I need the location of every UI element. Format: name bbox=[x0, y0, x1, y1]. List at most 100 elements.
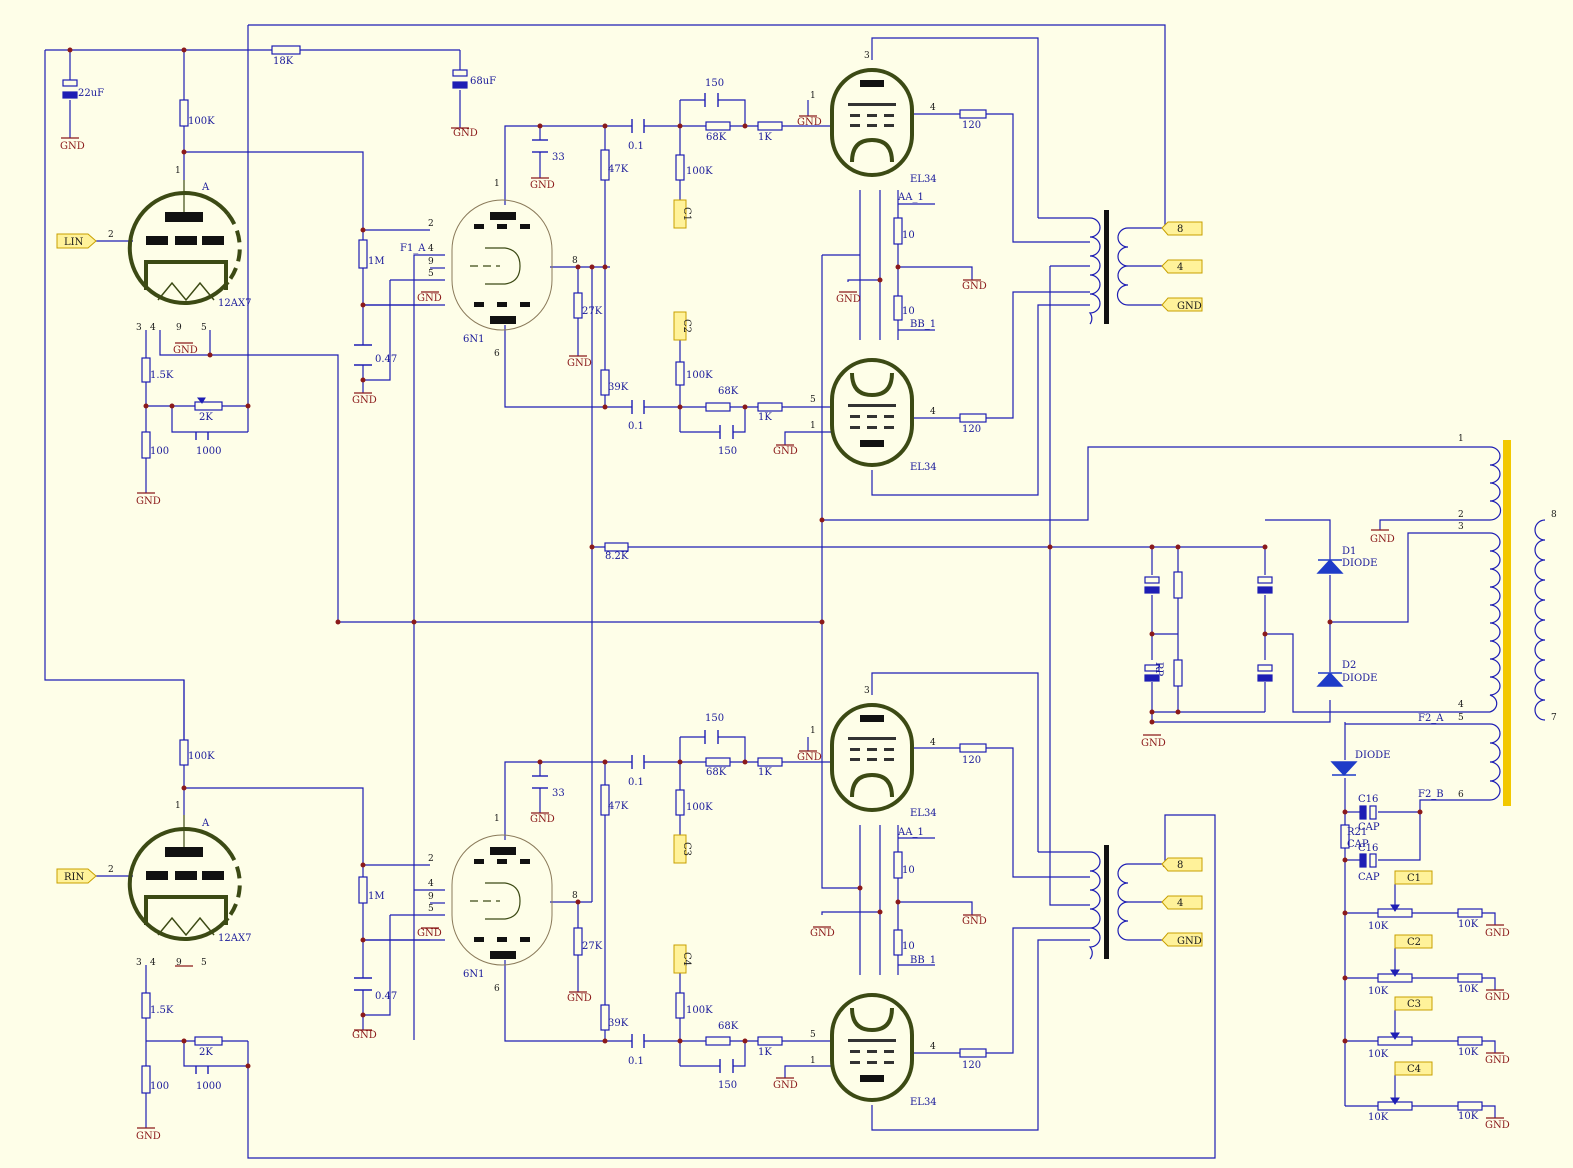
ports bbox=[56, 199, 1433, 1076]
tube-el34-4 bbox=[830, 993, 914, 1102]
plate-a-lower: A bbox=[201, 818, 210, 829]
pin-num: 9 bbox=[176, 323, 182, 333]
label-d1: D1 bbox=[1342, 546, 1356, 557]
resistors bbox=[141, 45, 1483, 1111]
label-100k-c4: 100K bbox=[686, 1005, 713, 1016]
tube-el34-3 bbox=[830, 703, 914, 812]
pin-num: 8 bbox=[1551, 510, 1557, 520]
port-bias-c3: C3 bbox=[1407, 999, 1421, 1010]
label-1000-lower: 1000 bbox=[196, 1081, 221, 1092]
label-10-c: 10 bbox=[902, 865, 915, 876]
port-outgnd-upper: GND bbox=[1177, 301, 1202, 312]
pin-num: 5 bbox=[810, 395, 816, 405]
gnd-label: GND bbox=[962, 916, 987, 927]
gnd-label: GND bbox=[1485, 928, 1510, 939]
label-150-c: 150 bbox=[705, 713, 724, 724]
gnd-label: GND bbox=[797, 117, 822, 128]
tube-el34-2 bbox=[830, 358, 914, 467]
label-cap-b: CAP bbox=[1358, 872, 1380, 883]
pin-num: 6 bbox=[494, 984, 500, 994]
label-c16-b: C16 bbox=[1358, 843, 1378, 854]
label-120-d: 120 bbox=[962, 1060, 981, 1071]
pin-num: 1 bbox=[810, 91, 816, 101]
label-100k-c3: 100K bbox=[686, 802, 713, 813]
label-100k-lower: 100K bbox=[188, 751, 215, 762]
gnd-label: GND bbox=[567, 993, 592, 1004]
pin-num: 1 bbox=[175, 166, 181, 176]
port-out8-upper: 8 bbox=[1177, 224, 1183, 235]
tube-name-el34-1: EL34 bbox=[910, 174, 937, 185]
label-2k-upper: 2K bbox=[199, 412, 213, 423]
port-bias-c1: C1 bbox=[1407, 873, 1421, 884]
pin-num: 1 bbox=[1458, 434, 1464, 444]
tube-name-6n1-upper: 6N1 bbox=[463, 334, 484, 345]
tube-6n1-upper bbox=[451, 199, 553, 331]
pin-num: 3 bbox=[1458, 522, 1464, 532]
gnd-label: GND bbox=[352, 1030, 377, 1041]
port-out4-upper: 4 bbox=[1177, 262, 1183, 273]
tube-name-el34-2: EL34 bbox=[910, 462, 937, 473]
label-33-upper: 33 bbox=[552, 152, 565, 163]
pin-num: 4 bbox=[150, 958, 156, 968]
pin-num: 3 bbox=[864, 686, 870, 696]
port-lin: LIN bbox=[64, 237, 84, 248]
tube-name-12ax7-upper: 12AX7 bbox=[218, 298, 251, 309]
label-01-b: 0.1 bbox=[628, 421, 644, 432]
label-rp: RP bbox=[1153, 662, 1164, 677]
pin-num: 5 bbox=[1458, 713, 1464, 723]
output-transformer-upper bbox=[1088, 210, 1129, 325]
label-01-c: 0.1 bbox=[628, 777, 644, 788]
gnd-label: GND bbox=[352, 395, 377, 406]
label-15k-lower: 1.5K bbox=[150, 1005, 174, 1016]
tube-12ax7-upper bbox=[127, 180, 242, 305]
label-diode-bias: DIODE bbox=[1355, 750, 1390, 761]
label-047-upper: 0.47 bbox=[375, 354, 397, 365]
gnd-label: GND bbox=[1370, 534, 1395, 545]
pin-num: 1 bbox=[810, 421, 816, 431]
label-82k: 8.2K bbox=[605, 551, 629, 562]
label-10k-pot2: 10K bbox=[1368, 986, 1389, 997]
label-10k-r3: 10K bbox=[1458, 1047, 1479, 1058]
port-outgnd-lower: GND bbox=[1177, 936, 1202, 947]
label-15k-upper: 1.5K bbox=[150, 370, 174, 381]
wires bbox=[44, 24, 1496, 1159]
label-100-lower: 100 bbox=[150, 1081, 169, 1092]
label-10k-pot4: 10K bbox=[1368, 1112, 1389, 1123]
gnd-label: GND bbox=[60, 141, 85, 152]
tube-name-el34-4: EL34 bbox=[910, 1097, 937, 1108]
label-f2b: F2_B bbox=[1418, 789, 1444, 800]
pin-num: 2 bbox=[428, 219, 434, 229]
label-01-d: 0.1 bbox=[628, 1056, 644, 1067]
pin-num: 3 bbox=[136, 958, 142, 968]
gnd-label: GND bbox=[773, 446, 798, 457]
gnd-label: GND bbox=[417, 293, 442, 304]
pin-num: 6 bbox=[494, 349, 500, 359]
gnd-label: GND bbox=[1485, 1120, 1510, 1131]
label-d2: D2 bbox=[1342, 660, 1356, 671]
gnd-label: GND bbox=[1141, 738, 1166, 749]
label-100k-upper: 100K bbox=[188, 116, 215, 127]
label-100-upper: 100 bbox=[150, 446, 169, 457]
pin-num: 9 bbox=[176, 958, 182, 968]
label-120-b: 120 bbox=[962, 424, 981, 435]
label-10k-r1: 10K bbox=[1458, 919, 1479, 930]
gnd-label: GND bbox=[136, 1131, 161, 1142]
label-c16-a: C16 bbox=[1358, 794, 1378, 805]
gnd-label: GND bbox=[173, 345, 198, 356]
pin-num: 4 bbox=[930, 407, 936, 417]
gnd-label: GND bbox=[567, 358, 592, 369]
label-2k-lower: 2K bbox=[199, 1047, 213, 1058]
tube-6n1-lower bbox=[451, 834, 553, 966]
pin-num: 5 bbox=[428, 904, 434, 914]
label-39k-lower: 39K bbox=[608, 1018, 629, 1029]
label-10k-r2: 10K bbox=[1458, 984, 1479, 995]
gnd-label: GND bbox=[530, 814, 555, 825]
label-120-a: 120 bbox=[962, 120, 981, 131]
gnd-label: GND bbox=[810, 928, 835, 939]
pin-num: 2 bbox=[108, 230, 114, 240]
label-150-b: 150 bbox=[718, 446, 737, 457]
gnd-label: GND bbox=[797, 752, 822, 763]
gnd-label: GND bbox=[1485, 992, 1510, 1003]
label-18k: 18K bbox=[273, 56, 294, 67]
